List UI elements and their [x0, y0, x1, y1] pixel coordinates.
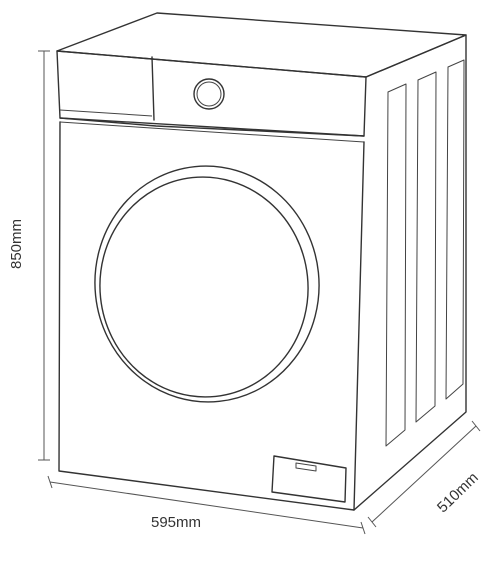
height-label: 850mm — [8, 219, 25, 269]
control-knob-icon — [193, 78, 225, 110]
control-panel — [56, 50, 367, 137]
washing-machine — [56, 12, 467, 511]
detergent-drawer — [151, 56, 155, 121]
width-label: 595mm — [151, 514, 201, 531]
front-panel — [58, 121, 365, 511]
detergent-drawer-bottom — [59, 109, 153, 117]
side-panel — [353, 34, 467, 511]
panel-lip — [59, 117, 365, 137]
panel-lip-inner — [59, 121, 365, 143]
depth-label: 510mm — [434, 469, 482, 516]
height-dimension — [38, 50, 50, 461]
depth-dimension — [367, 420, 481, 528]
side-vents — [385, 59, 465, 447]
filter-flap — [271, 455, 347, 503]
width-dimension — [47, 475, 366, 535]
door — [94, 165, 320, 403]
top-panel — [56, 12, 467, 78]
